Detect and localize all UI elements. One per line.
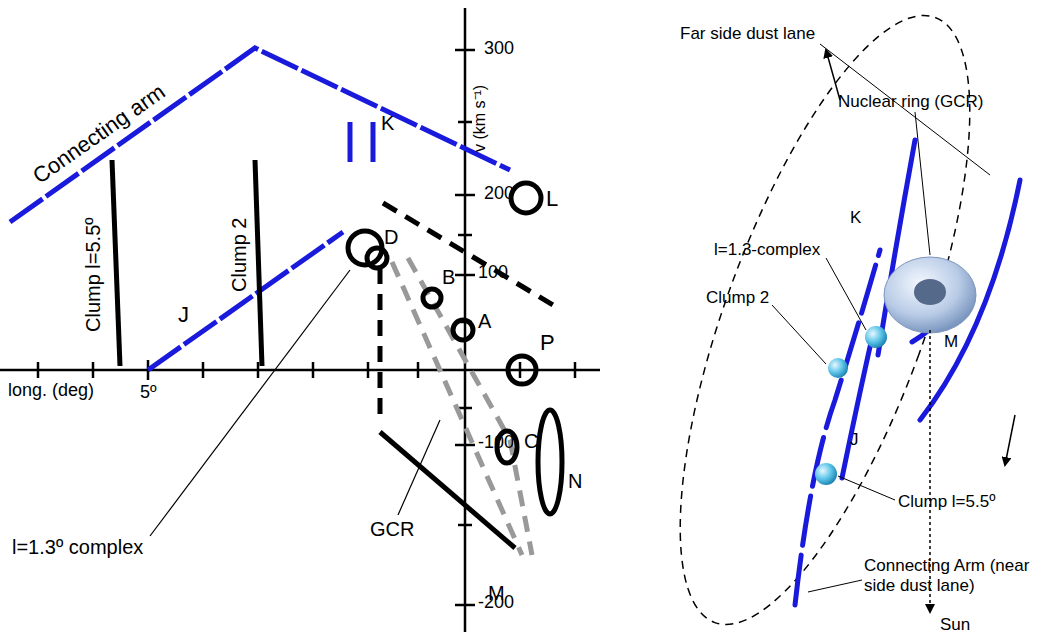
clump-label: Clump 2 — [228, 218, 251, 292]
arm-label: Connecting Arm (near side dust lane) — [864, 556, 1054, 595]
feature-letter: K — [850, 208, 861, 228]
complex-label: l=1.3º complex — [12, 536, 143, 559]
feature-letter: J — [850, 430, 859, 450]
feature-letter: J — [178, 302, 189, 327]
tick-label: -100 — [478, 432, 514, 453]
feature-letter: D — [384, 226, 398, 249]
axis-label: long. (deg) — [8, 380, 94, 401]
tick-label: 300 — [484, 38, 514, 59]
feature-letter: A — [478, 310, 491, 333]
tick-label: 200 — [484, 183, 514, 204]
feature-letter: P — [540, 330, 555, 355]
arm-label: Connecting arm — [28, 79, 170, 189]
clump-label: Clump l=5.5º — [82, 217, 105, 332]
feature-letter: C — [524, 430, 538, 453]
feature-letter: L — [546, 186, 558, 211]
gcr-label: GCR — [370, 518, 414, 541]
clump-label: Clump 2 — [706, 288, 769, 308]
clump-label: Clump l=5.5º — [898, 492, 995, 512]
complex-label: l=1.3-complex — [714, 240, 820, 260]
feature-letter: M — [488, 582, 505, 605]
feature-letter: B — [442, 266, 455, 289]
lane-label: Far side dust lane — [680, 24, 815, 44]
feature-letter: N — [568, 470, 582, 493]
tick-label: 5º — [140, 382, 157, 403]
feature-letter: K — [381, 112, 394, 135]
feature-letter: M — [944, 332, 958, 352]
ring-label: Nuclear ring (GCR) — [838, 92, 983, 112]
axis-label: v (km s⁻¹) — [471, 85, 489, 152]
sun-label: Sun — [940, 615, 970, 635]
tick-label: 100 — [478, 262, 508, 283]
